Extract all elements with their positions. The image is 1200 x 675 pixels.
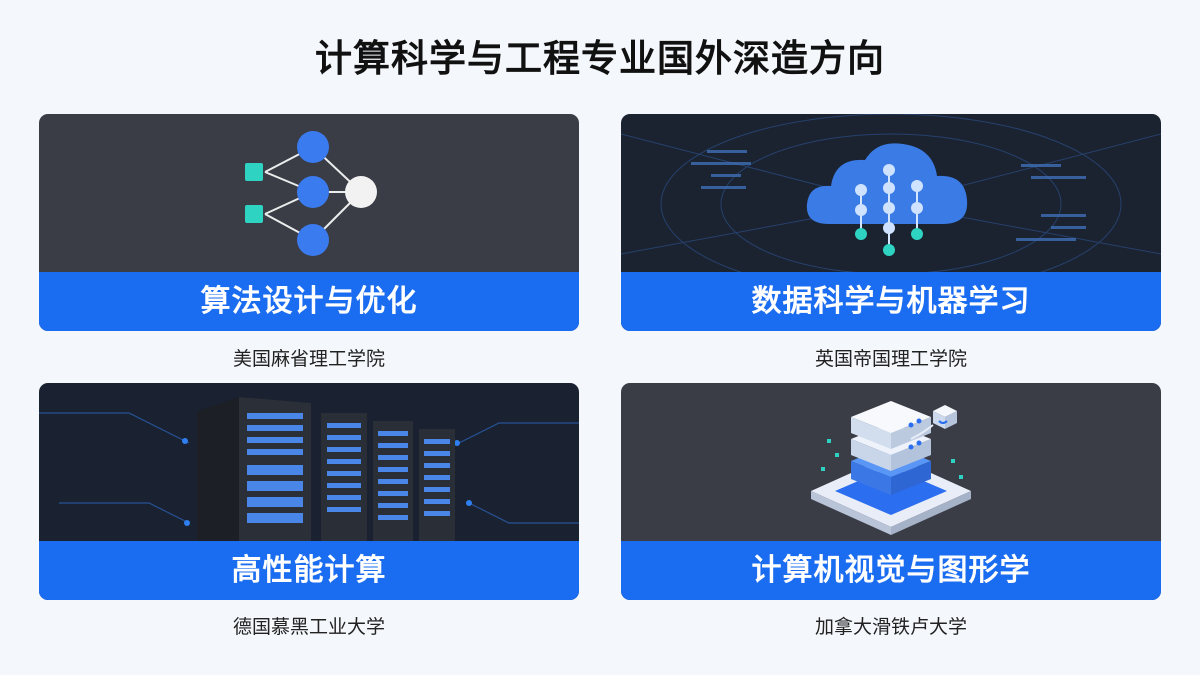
card-university: 美国麻省理工学院 [232,348,385,370]
card-label: 计算机视觉与图形学 [621,541,1161,600]
card-label: 算法设计与优化 [39,272,579,331]
cloud-data-icon [621,114,1161,272]
card-data-science[interactable]: 数据科学与机器学习 [621,114,1161,331]
card-label: 高性能计算 [39,541,579,600]
card-university: 英国帝国理工学院 [814,348,967,370]
isometric-server-icon [811,401,971,535]
card-university: 德国慕黑工业大学 [232,616,385,638]
page-title: 计算科学与工程专业国外深造方向 [315,37,885,80]
card-label: 数据科学与机器学习 [621,272,1161,331]
card-algorithm[interactable]: 算法设计与优化 [39,114,579,331]
card-hpc[interactable]: 高性能计算 [39,383,579,600]
algorithm-graph-icon [245,131,377,256]
server-rack-icon [39,397,579,541]
card-university: 加拿大滑铁卢大学 [814,616,967,638]
card-vision-graphics[interactable]: 计算机视觉与图形学 [621,383,1161,600]
